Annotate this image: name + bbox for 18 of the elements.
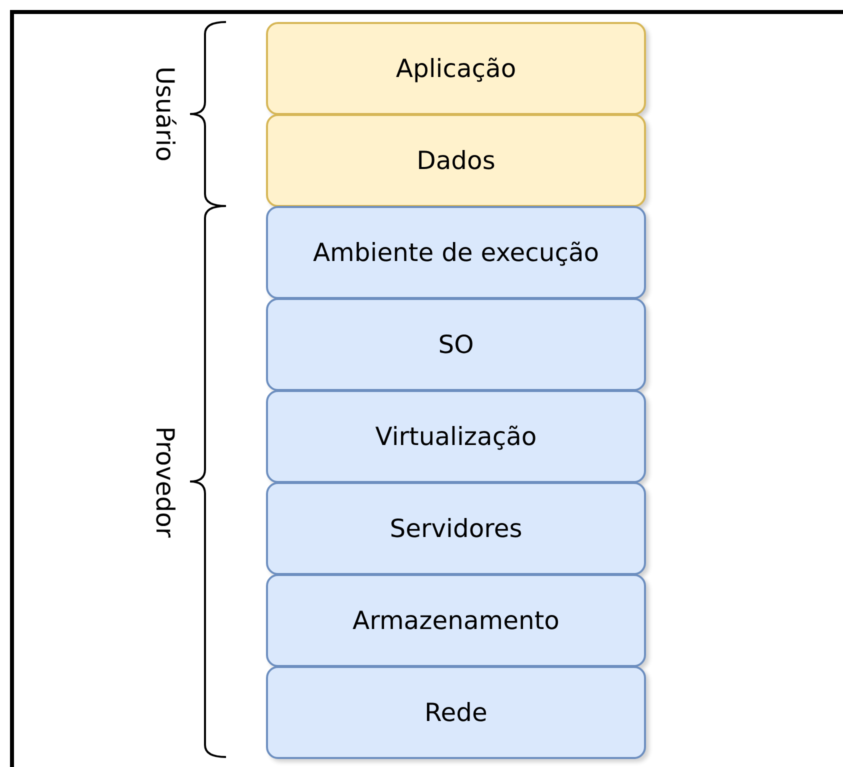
- layer-label: Servidores: [390, 514, 522, 543]
- layer-label: Rede: [424, 698, 488, 727]
- layer-box: [266, 206, 646, 299]
- layer-box: [266, 574, 646, 667]
- group-label: Usuário: [150, 66, 180, 162]
- layer-box: [266, 114, 646, 207]
- layer-box: [266, 298, 646, 391]
- layer-label: Aplicação: [396, 54, 516, 83]
- layer-box: [266, 482, 646, 575]
- layer-label: Ambiente de execução: [312, 238, 600, 267]
- layer-label: Virtualização: [375, 422, 537, 451]
- layer-label: SO: [438, 330, 474, 359]
- layer-box: [266, 666, 646, 759]
- layer-label: Armazenamento: [352, 606, 560, 635]
- group-label: Provedor: [150, 426, 180, 538]
- layer-box: [266, 390, 646, 483]
- layer-label: Dados: [416, 146, 496, 175]
- layer-box: [266, 22, 646, 115]
